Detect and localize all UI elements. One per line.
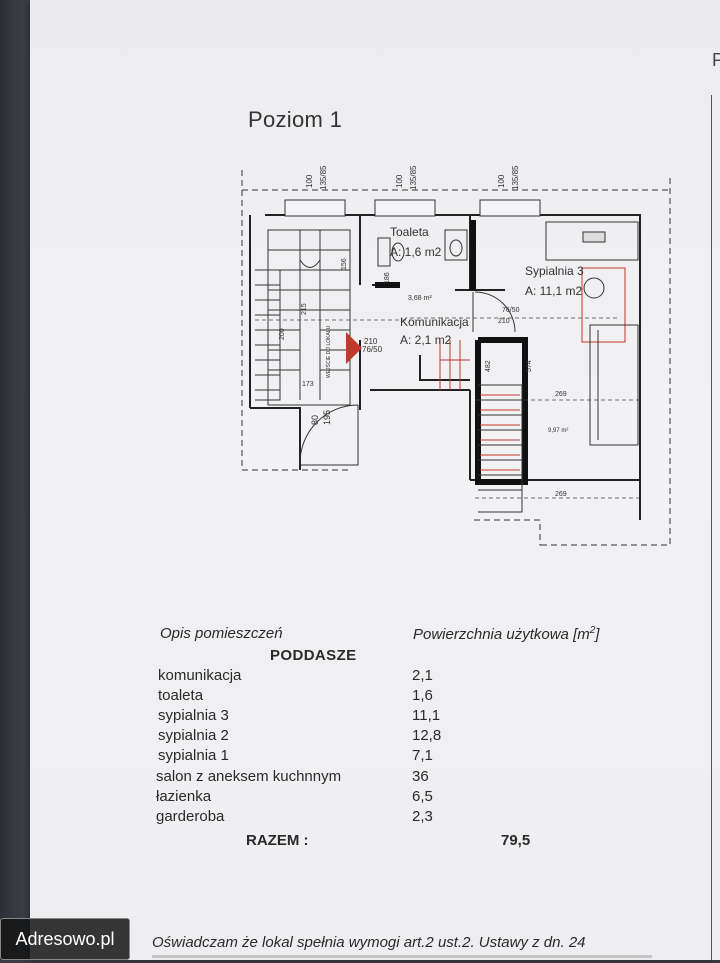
room-name-komunikacja: Komunikacja (400, 315, 469, 329)
bedroom-furniture (545, 221, 639, 446)
watermark-badge: Adresowo.pl (0, 918, 130, 960)
structural-walls (375, 220, 528, 485)
dim-label-3: 100 (395, 174, 404, 188)
dim-label-200: 200 (279, 328, 286, 340)
next-page-edge (711, 95, 720, 960)
left-staircase (255, 269, 281, 401)
table-row-room: sypialnia 3 (158, 707, 229, 724)
entrance-label: WEJŚCIE DO LOKALU (324, 325, 332, 378)
dim-label-173: 173 (302, 381, 314, 388)
table-row-room: sypialnia 2 (158, 727, 229, 744)
lower-staircase (478, 384, 523, 513)
declaration-cutoff-line (152, 953, 652, 963)
table-row-area: 12,8 (412, 727, 442, 744)
room-name-sypialnia-3: Sypialnia 3 (525, 264, 584, 278)
table-row-room: salon z aneksem kuchnnym (156, 768, 342, 785)
table-row-room: sypialnia 1 (158, 747, 229, 764)
dim-door-195: 76/50 (362, 345, 383, 354)
table-row-area: 36 (412, 768, 429, 785)
walls (249, 214, 641, 520)
roof-windows (284, 199, 541, 217)
table-row-room: łazienka (156, 788, 212, 805)
table-section-title: PODDASZE (270, 647, 357, 664)
dim-label-1: 100 (305, 174, 314, 188)
dim-label-76-50: 76/50 (502, 307, 520, 314)
dim-label-5: 100 (497, 174, 506, 188)
dim-label-6: 135/85 (511, 165, 520, 190)
dim-label-2: 135/85 (319, 165, 328, 190)
table-row-area: 2,1 (412, 667, 433, 684)
dim-label-482: 482 (485, 360, 492, 372)
room-name-toaleta: Toaleta (390, 225, 429, 239)
table-row-area: 6,5 (412, 788, 433, 805)
table-row-room: komunikacja (158, 667, 242, 684)
toilet-fixtures (377, 229, 468, 267)
dim-door-80: 210 (364, 337, 378, 346)
table-header-area-text: Powierzchnia użytkowa [m (413, 626, 590, 643)
table-total-label: RAZEM : (246, 832, 309, 849)
entrance-door (299, 404, 359, 466)
next-page-edge-letter: P (712, 50, 720, 70)
table-row-area: 2,3 (412, 808, 433, 825)
table-header-area: Powierzchnia użytkowa [m2] (413, 625, 599, 643)
room-area-sypialnia-3: A: 11,1 m2 (525, 284, 582, 298)
dim-label-215: 215 (301, 303, 308, 315)
room-area-3-68: 3,68 m² (408, 295, 432, 302)
declaration-text: Oświadczam że lokal spełnia wymogi art.2… (152, 934, 586, 951)
dim-label-186: 186 (384, 272, 391, 284)
room-area-9-97: 9,97 m² (548, 428, 568, 434)
dim-label-4: 135/85 (409, 165, 418, 190)
table-row-area: 7,1 (412, 747, 433, 764)
level-title: Poziom 1 (248, 107, 343, 132)
entrance-door-width: 80 (310, 415, 320, 425)
dim-label-210: 210 (498, 318, 510, 325)
dim-label-156: 156 (341, 258, 348, 270)
table-row-area: 11,1 (412, 707, 441, 724)
upper-staircase-red (439, 267, 626, 471)
table-header-area-end: ] (595, 626, 600, 643)
dim-label-269-lower: 269 (555, 491, 567, 498)
table-header-area-sup: 2 (589, 625, 596, 636)
interior-dashed-lines (255, 317, 640, 499)
dim-label-574: 574 (526, 360, 533, 372)
entrance-door-height: 195 (322, 410, 332, 425)
window-dimension-labels: 100 135/85 100 135/85 100 135/85 (305, 165, 520, 190)
bedroom-door (472, 291, 516, 333)
table-header-room: Opis pomieszczeń (160, 625, 283, 642)
table-row-room: toaleta (158, 687, 204, 704)
table-row-area: 1,6 (412, 687, 433, 704)
room-area-toaleta: A: 1,6 m2 (390, 245, 442, 259)
roof-outline (241, 170, 671, 546)
dim-label-269-upper: 269 (555, 391, 567, 398)
table-total-value: 79,5 (501, 832, 531, 849)
entrance-arrow-icon (346, 332, 362, 364)
table-row-room: garderoba (156, 808, 225, 825)
room-area-komunikacja: A: 2,1 m2 (400, 333, 452, 347)
